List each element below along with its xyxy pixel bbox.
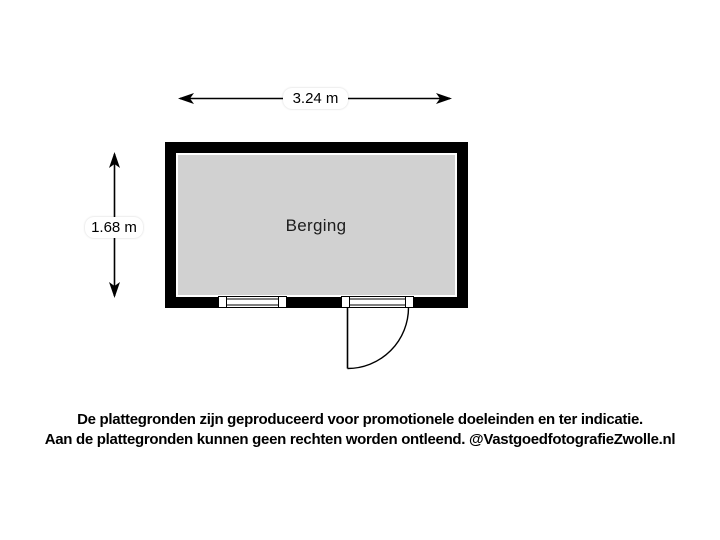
room-label: Berging	[285, 216, 347, 235]
disclaimer-line-1: De plattegronden zijn geproduceerd voor …	[77, 411, 643, 428]
window-right	[341, 296, 414, 308]
arrowhead-right-icon	[436, 93, 452, 104]
disclaimer-line-2: Aan de plattegronden kunnen geen rechten…	[44, 431, 676, 448]
width-dimension-label: 3.24 m	[283, 88, 348, 109]
arrowhead-up-icon	[109, 152, 120, 168]
door-swing-arc	[347, 307, 410, 370]
arrowhead-left-icon	[178, 93, 194, 104]
window-left	[218, 296, 287, 308]
height-dimension-label: 1.68 m	[85, 217, 143, 238]
arrowhead-down-icon	[109, 282, 120, 298]
door	[346, 307, 410, 370]
room-floor	[178, 155, 455, 295]
disclaimer: De plattegronden zijn geproduceerd voor …	[0, 410, 720, 450]
window-right-glazing	[349, 298, 406, 306]
window-left-glazing	[226, 298, 279, 306]
